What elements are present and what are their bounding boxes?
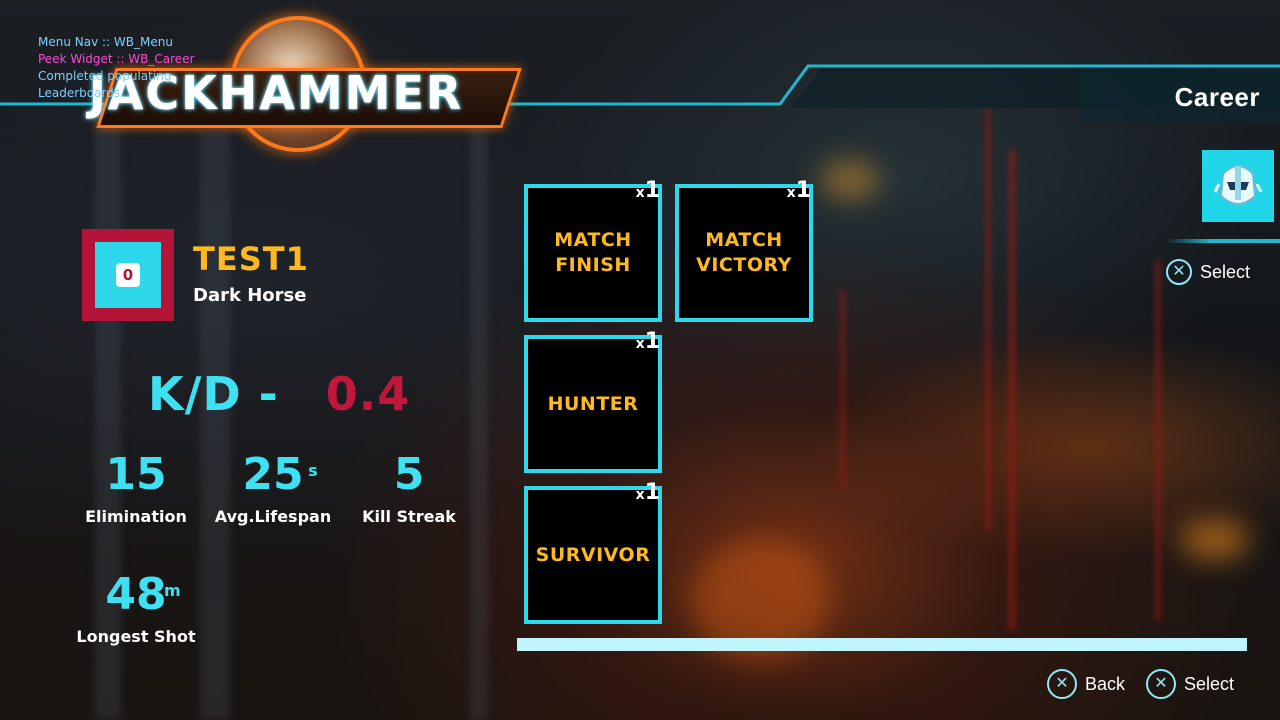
player-avatar[interactable] xyxy=(1202,150,1274,222)
player-name: TEST1 xyxy=(193,240,309,278)
header-bar xyxy=(0,64,1280,124)
background-strut xyxy=(200,130,230,720)
tile-count-prefix: x xyxy=(635,487,645,503)
tile-label: MATCH VICTORY xyxy=(696,229,792,276)
debug-line: Completed populating xyxy=(38,69,172,83)
stat-value: 25 xyxy=(242,449,304,500)
background-pipe xyxy=(1155,260,1161,620)
stat-value-wrap: 5 xyxy=(394,451,425,499)
background-glow xyxy=(820,160,880,200)
tile-count-value: 1 xyxy=(644,178,660,203)
background-strut xyxy=(470,120,488,720)
stat-label: Elimination xyxy=(85,507,187,526)
background-glow xyxy=(1180,520,1250,560)
tile-survivor[interactable]: SURVIVOR x1 xyxy=(524,480,662,624)
stat-value: 15 xyxy=(105,449,167,500)
tile-label: HUNTER xyxy=(547,392,639,415)
back-label: Back xyxy=(1085,673,1126,694)
tile-match-victory[interactable]: MATCH VICTORY x1 xyxy=(675,178,813,322)
debug-line: Leaderboards xyxy=(38,86,121,100)
tile-label: MATCH FINISH xyxy=(554,229,632,276)
stat-value: 5 xyxy=(393,449,425,500)
side-select-hint[interactable]: ✕ Select xyxy=(1166,259,1250,285)
stat-unit: m xyxy=(163,581,181,600)
background-pipe xyxy=(1008,150,1016,630)
select-button[interactable]: ✕ Select xyxy=(1146,669,1234,699)
player-title: Dark Horse xyxy=(193,285,307,306)
background-strut xyxy=(95,110,121,720)
profile-badge-inner: 0 xyxy=(95,242,161,308)
tile-count-prefix: x xyxy=(635,336,645,352)
tile-label: SURVIVOR xyxy=(535,543,651,566)
tile-count-value: 1 xyxy=(795,178,811,203)
tile-match-finish[interactable]: MATCH FINISH x1 xyxy=(524,178,662,322)
stat-value: 48 xyxy=(105,569,167,620)
page-title: Career xyxy=(1174,82,1260,112)
stat-label: Kill Streak xyxy=(362,507,456,526)
background-pipe xyxy=(985,110,991,530)
tile-count-value: 1 xyxy=(644,480,660,505)
tile-count-value: 1 xyxy=(644,329,660,354)
logo-text: JACKHAMMER xyxy=(88,66,464,120)
cross-button-icon: ✕ xyxy=(1047,669,1077,699)
tile-count: x1 xyxy=(636,480,660,505)
profile-badge: 0 xyxy=(82,229,174,321)
game-logo: JACKHAMMER xyxy=(36,14,522,154)
back-button[interactable]: ✕ Back xyxy=(1047,669,1125,699)
debug-overlay: Menu Nav :: WB_Menu Peek Widget :: WB_Ca… xyxy=(38,34,195,102)
select-label: Select xyxy=(1184,673,1235,694)
stat-label: Longest Shot xyxy=(76,627,196,646)
stat-elimination: 15 Elimination xyxy=(80,451,192,527)
kd-ratio: K/D - 0.4 xyxy=(148,367,410,421)
tile-count: x1 xyxy=(636,329,660,354)
kd-value: 0.4 xyxy=(325,367,411,421)
stat-label: Avg.Lifespan xyxy=(214,507,332,526)
debug-line: Menu Nav :: WB_Menu xyxy=(38,35,173,49)
scroll-track[interactable] xyxy=(517,638,1247,651)
kd-label: K/D - xyxy=(148,367,279,421)
profile-badge-char: 0 xyxy=(116,263,140,287)
robot-head-icon xyxy=(1213,165,1263,205)
background-pipe xyxy=(840,290,845,490)
tile-count-prefix: x xyxy=(786,185,796,201)
side-divider xyxy=(1166,239,1280,243)
cross-button-icon: ✕ xyxy=(1166,259,1192,285)
tile-hunter[interactable]: HUNTER x1 xyxy=(524,329,662,473)
side-select-label: Select xyxy=(1200,261,1251,282)
debug-line: Peek Widget :: WB_Career xyxy=(38,52,195,66)
stat-value-wrap: 15 xyxy=(105,451,166,499)
cross-button-icon: ✕ xyxy=(1146,669,1176,699)
tile-count: x1 xyxy=(787,178,811,203)
tile-count: x1 xyxy=(636,178,660,203)
tile-count-prefix: x xyxy=(635,185,645,201)
stat-unit: s xyxy=(308,461,318,480)
stat-kill-streak: 5 Kill Streak xyxy=(356,451,462,527)
